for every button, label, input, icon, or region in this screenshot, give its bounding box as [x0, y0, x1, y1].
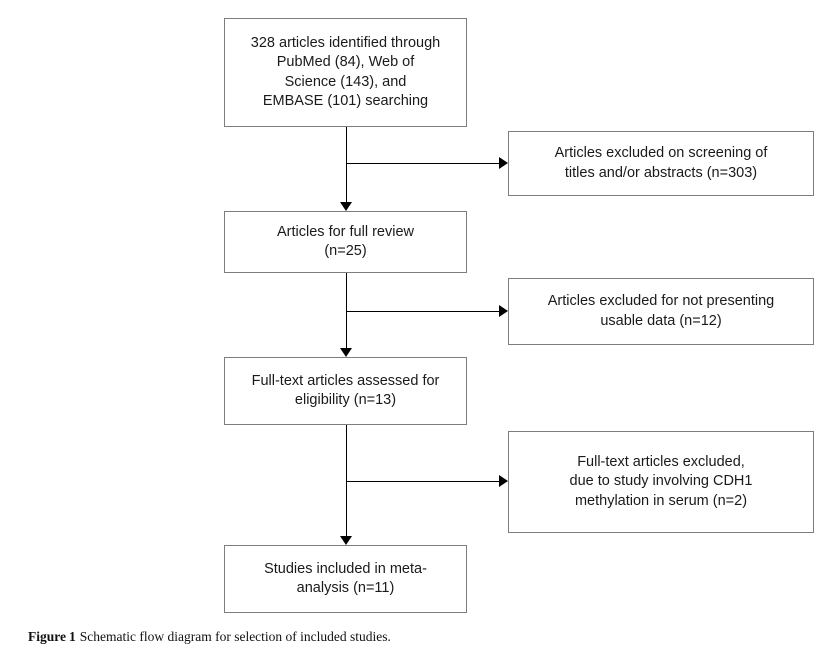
arrowhead-right-unusable	[499, 305, 508, 317]
arrowhead-down-eligibility	[340, 348, 352, 357]
arrowhead-right-serum	[499, 475, 508, 487]
flow-node-included: Studies included in meta- analysis (n=11…	[224, 545, 467, 613]
connector-identified-to-full-review	[346, 127, 347, 204]
caption-number: 1	[69, 629, 76, 644]
arrowhead-right-screening	[499, 157, 508, 169]
caption-text: Schematic flow diagram for selection of …	[79, 629, 391, 644]
exclusion-node-unusable: Articles excluded for not presenting usa…	[508, 278, 814, 345]
flow-node-identified: 328 articles identified through PubMed (…	[224, 18, 467, 127]
caption-label: Figure	[28, 629, 66, 644]
arrowhead-down-full-review	[340, 202, 352, 211]
flow-node-eligibility: Full-text articles assessed for eligibil…	[224, 357, 467, 425]
connector-branch-to-serum	[346, 481, 499, 482]
exclusion-node-screening: Articles excluded on screening of titles…	[508, 131, 814, 196]
connector-branch-to-screening	[346, 163, 499, 164]
arrowhead-down-included	[340, 536, 352, 545]
exclusion-node-serum: Full-text articles excluded, due to stud…	[508, 431, 814, 533]
connector-branch-to-unusable	[346, 311, 499, 312]
flow-node-full-review: Articles for full review (n=25)	[224, 211, 467, 273]
